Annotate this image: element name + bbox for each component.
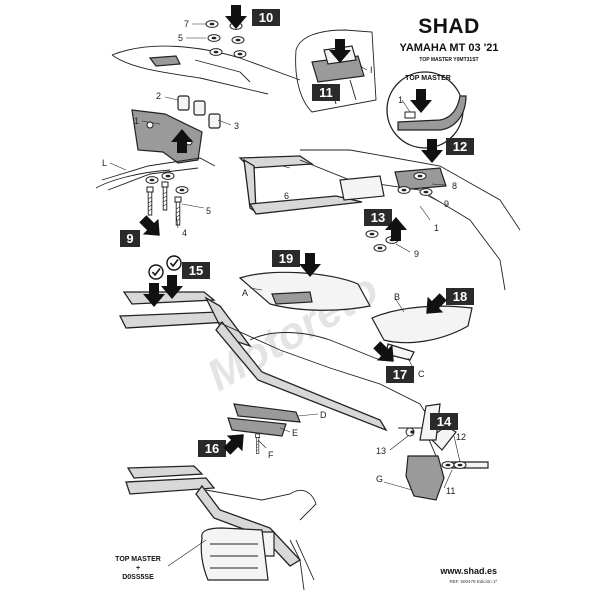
footer-ref: REF. 500479 Edición 1ª <box>450 579 498 584</box>
step-badges: 10 11 12 9 13 15 <box>120 5 474 459</box>
step-badge-17: 17 <box>386 366 414 383</box>
step-badge-19: 19 <box>272 250 300 267</box>
callout: 3 <box>234 121 239 131</box>
svg-text:10: 10 <box>259 10 273 25</box>
callouts-lower-right: 13 12 G 11 <box>376 432 466 496</box>
callout: 1 <box>398 95 403 105</box>
callout: 5 <box>178 33 183 43</box>
svg-text:17: 17 <box>393 367 407 382</box>
callout: 7 <box>184 19 189 29</box>
callout: I <box>370 65 373 75</box>
top-right-rail <box>238 149 521 291</box>
callout: 12 <box>456 432 466 442</box>
bottom-note: TOP MASTER + D0SS5SE <box>115 539 207 581</box>
kit-reference: TOP MASTER Y0MT31ST <box>419 57 478 63</box>
detail-circle-label: TOP MASTER <box>405 75 451 82</box>
svg-text:18: 18 <box>453 289 467 304</box>
callout: 8 <box>452 181 457 191</box>
down-arrow-icon <box>225 5 247 29</box>
step-badge-11: 11 <box>312 84 340 101</box>
top-left-assembly <box>95 20 301 226</box>
callout: G <box>376 474 383 484</box>
step-badge-12: 12 <box>446 138 474 155</box>
callout: 2 <box>156 91 161 101</box>
model-title: YAMAHA MT 03 '21 <box>400 42 499 54</box>
step-badge-9: 9 <box>120 230 140 247</box>
middle-assembly <box>118 255 473 454</box>
callout: 9 <box>444 199 449 209</box>
svg-text:12: 12 <box>453 139 467 154</box>
check-icon <box>148 264 164 280</box>
svg-text:14: 14 <box>437 414 452 429</box>
callout: D <box>320 410 327 420</box>
callouts-top-right: 1 6 8 9 1 9 <box>284 95 457 259</box>
svg-text:9: 9 <box>126 231 133 246</box>
callout: F <box>268 450 274 460</box>
step-badge-16: 16 <box>198 440 226 457</box>
svg-text:11: 11 <box>319 85 333 100</box>
note-line: + <box>136 565 140 572</box>
callout: 6 <box>284 191 289 201</box>
step-badge-14: 14 <box>430 413 458 430</box>
step-badge-15: 15 <box>182 262 210 279</box>
callout: 9 <box>414 249 419 259</box>
footer-url: www.shad.es <box>439 566 497 576</box>
step-badge-13: 13 <box>364 209 392 226</box>
top-master-detail-circle: TOP MASTER <box>386 71 467 149</box>
callout: L <box>102 158 107 168</box>
svg-text:13: 13 <box>371 210 385 225</box>
callout: 1 <box>134 116 139 126</box>
callout: 5 <box>206 206 211 216</box>
svg-text:16: 16 <box>205 441 219 456</box>
note-line: D0SS5SE <box>122 574 154 581</box>
callout: C <box>418 369 425 379</box>
check-icon <box>166 255 182 271</box>
svg-text:19: 19 <box>279 251 293 266</box>
callout: A <box>242 288 248 298</box>
callout: B <box>394 292 400 302</box>
step-badge-10: 10 <box>252 9 280 26</box>
step-badge-18: 18 <box>446 288 474 305</box>
callout: 13 <box>376 446 386 456</box>
bottom-assembly <box>125 465 317 591</box>
callouts-top-left: 7 5 2 1 3 L 5 4 <box>102 19 239 238</box>
callout: 4 <box>182 228 187 238</box>
callouts-top-inset: I <box>370 65 373 75</box>
callouts-middle: A B C D E F <box>242 288 425 460</box>
leader-lines <box>109 23 461 491</box>
brand-logo: SHAD <box>418 15 480 38</box>
callout: E <box>292 428 298 438</box>
note-line: TOP MASTER <box>115 556 161 563</box>
callout: 1 <box>434 223 439 233</box>
callout: 11 <box>446 486 455 496</box>
svg-text:15: 15 <box>189 263 203 278</box>
